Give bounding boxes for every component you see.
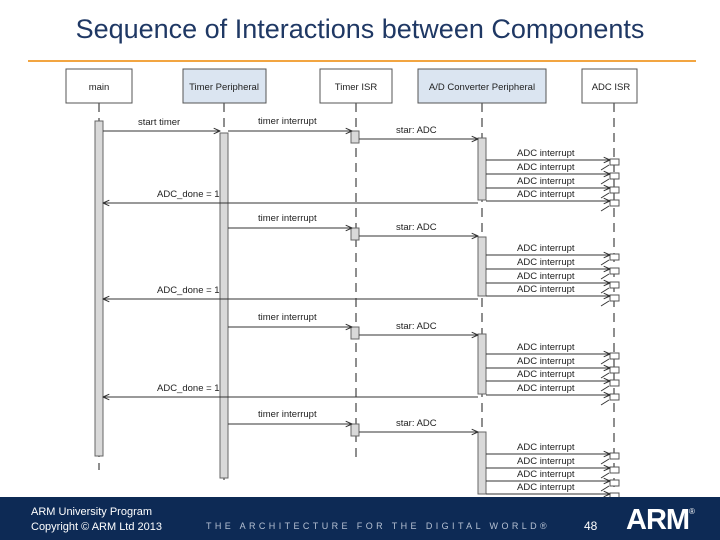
slide-title: Sequence of Interactions between Compone… xyxy=(75,14,645,44)
activation-timer-isr-3 xyxy=(350,326,360,340)
sequence-diagram: main Timer Peripheral Timer ISR A/D Convert… xyxy=(65,68,638,497)
activation-timer-peripheral xyxy=(219,132,229,479)
return-tick-adc-isr-4-1 xyxy=(600,458,610,465)
return-tick-adc-isr-1-3 xyxy=(600,192,610,199)
return-tick-adc-isr-3-2 xyxy=(600,372,610,379)
footer-copyright: Copyright © ARM Ltd 2013 xyxy=(31,521,163,533)
activation-adc-isr-2-2 xyxy=(609,267,620,275)
activation-adc-isr-4-1 xyxy=(609,452,620,460)
message-label-adc-interrupt-2-2: ADC interrupt xyxy=(517,257,575,268)
participant-label-timer-isr: Timer ISR xyxy=(335,82,378,93)
message-label-adc-interrupt-3-1: ADC interrupt xyxy=(517,342,575,353)
message-label-start-adc-2: star: ADC xyxy=(396,222,437,233)
activation-adc-isr-3-1 xyxy=(609,352,620,360)
footer-bar: ARM University Program Copyright © ARM L… xyxy=(0,497,720,540)
logo-text: ARM xyxy=(626,504,690,536)
message-label-timer-interrupt-3: timer interrupt xyxy=(258,312,317,323)
participant-timer-isr xyxy=(319,68,393,104)
return-tick-adc-isr-1-1 xyxy=(600,164,610,171)
message-label-adc-done-1: ADC_done = 1 xyxy=(157,189,220,200)
participant-adc-peripheral xyxy=(417,68,547,104)
return-tick-adc-isr-3-4 xyxy=(600,399,610,406)
return-tick-adc-isr-4-3 xyxy=(600,485,610,492)
activation-adc-isr-2-1 xyxy=(609,253,620,261)
message-arrows: start timer timer interrupt star: ADC ADC i… xyxy=(103,116,610,497)
activation-bars xyxy=(94,120,620,497)
activation-adc-isr-3-4 xyxy=(609,393,620,401)
activation-timer-isr-1 xyxy=(350,130,360,144)
return-tick-adc-isr-3-1 xyxy=(600,358,610,365)
message-label-timer-interrupt-4: timer interrupt xyxy=(258,409,317,420)
footer-tagline: THE ARCHITECTURE FOR THE DIGITAL WORLD® xyxy=(206,521,551,531)
message-label-adc-interrupt-1-4: ADC interrupt xyxy=(517,189,575,200)
arm-logo: ARM® xyxy=(626,504,695,537)
message-label-start-timer: start timer xyxy=(138,117,180,128)
participant-adc-isr xyxy=(581,68,638,104)
message-label-adc-interrupt-1-1: ADC interrupt xyxy=(517,148,575,159)
message-label-adc-interrupt-4-3: ADC interrupt xyxy=(517,469,575,480)
page-number: 48 xyxy=(584,519,598,533)
activation-adc-isr-3-3 xyxy=(609,379,620,387)
message-label-start-adc-1: star: ADC xyxy=(396,125,437,136)
return-tick-adc-isr-3-3 xyxy=(600,385,610,392)
activation-adc-isr-1-1 xyxy=(609,158,620,166)
activation-timer-isr-2 xyxy=(350,227,360,241)
message-label-adc-interrupt-3-4: ADC interrupt xyxy=(517,383,575,394)
activation-adc-peripheral-1 xyxy=(477,137,487,201)
message-label-adc-interrupt-3-3: ADC interrupt xyxy=(517,369,575,380)
message-label-timer-interrupt-2: timer interrupt xyxy=(258,213,317,224)
participant-label-adc-peripheral: A/D Converter Peripheral xyxy=(429,82,535,93)
activation-adc-isr-2-4 xyxy=(609,294,620,302)
message-label-start-adc-3: star: ADC xyxy=(396,321,437,332)
message-label-start-adc-4: star: ADC xyxy=(396,418,437,429)
title-divider xyxy=(28,60,696,62)
message-label-adc-interrupt-1-3: ADC interrupt xyxy=(517,176,575,187)
participant-boxes: main Timer Peripheral Timer ISR A/D Convert… xyxy=(65,68,638,104)
message-label-adc-done-3: ADC_done = 1 xyxy=(157,383,220,394)
activation-adc-isr-1-3 xyxy=(609,186,620,194)
participant-timer-peripheral xyxy=(182,68,267,104)
message-label-adc-interrupt-2-3: ADC interrupt xyxy=(517,271,575,282)
message-label-adc-interrupt-2-4: ADC interrupt xyxy=(517,284,575,295)
message-label-adc-interrupt-3-2: ADC interrupt xyxy=(517,356,575,367)
return-tick-adc-isr-2-2 xyxy=(600,273,610,280)
return-tick-adc-isr-2-4 xyxy=(600,300,610,307)
activation-timer-isr-4 xyxy=(350,423,360,437)
return-tick-adc-isr-2-1 xyxy=(600,259,610,266)
return-tick-adc-isr-1-4 xyxy=(600,205,610,212)
message-label-adc-interrupt-4-2: ADC interrupt xyxy=(517,456,575,467)
activation-adc-isr-3-2 xyxy=(609,366,620,374)
activation-adc-peripheral-3 xyxy=(477,333,487,395)
participant-label-timer-peripheral: Timer Peripheral xyxy=(189,82,259,93)
message-label-adc-interrupt-4-4: ADC interrupt xyxy=(517,482,575,493)
participant-label-main: main xyxy=(89,82,110,93)
activation-main xyxy=(94,120,104,457)
message-label-adc-interrupt-2-1: ADC interrupt xyxy=(517,243,575,254)
activation-adc-isr-1-2 xyxy=(609,172,620,180)
message-label-adc-done-2: ADC_done = 1 xyxy=(157,285,220,296)
activation-adc-isr-4-2 xyxy=(609,466,620,474)
activation-adc-isr-4-3 xyxy=(609,479,620,487)
activation-adc-isr-1-4 xyxy=(609,199,620,207)
return-tick-adc-isr-1-2 xyxy=(600,178,610,185)
logo-registered-mark: ® xyxy=(689,507,695,516)
footer-program: ARM University Program xyxy=(31,506,153,518)
activation-adc-isr-2-3 xyxy=(609,281,620,289)
activation-adc-peripheral-2 xyxy=(477,236,487,297)
activation-adc-peripheral-4 xyxy=(477,431,487,495)
message-label-adc-interrupt-1-2: ADC interrupt xyxy=(517,162,575,173)
message-label-adc-interrupt-4-1: ADC interrupt xyxy=(517,442,575,453)
return-tick-adc-isr-4-2 xyxy=(600,472,610,479)
message-label-timer-interrupt-1: timer interrupt xyxy=(258,116,317,127)
participant-label-adc-isr: ADC ISR xyxy=(592,82,631,93)
return-tick-adc-isr-2-3 xyxy=(600,287,610,294)
participant-main xyxy=(65,68,133,104)
